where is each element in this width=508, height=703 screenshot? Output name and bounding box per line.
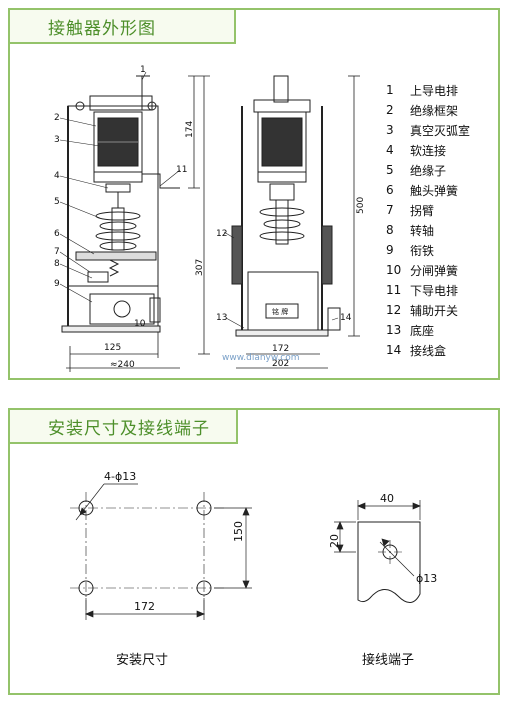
callout-8: 8 — [54, 259, 60, 269]
legend-item: 4 软连接 — [386, 140, 470, 160]
legend-number: 10 — [386, 263, 402, 277]
legend-number: 13 — [386, 323, 402, 337]
legend-item: 1 上导电排 — [386, 80, 470, 100]
legend-number: 5 — [386, 163, 394, 177]
terminal-hole-label: ϕ13 — [416, 572, 438, 585]
dim-240: ≈240 — [110, 360, 135, 370]
legend-text: 辅助开关 — [410, 303, 459, 318]
section-title-outline: 接触器外形图 — [8, 8, 236, 44]
mounting-caption: 安装尺寸 — [116, 653, 169, 668]
mounting-dimensions-drawing — [70, 483, 252, 620]
legend-text: 分闸弹簧 — [410, 263, 459, 278]
contactor-outline-drawing: 125 ≈240 174 307 1 2 3 4 5 6 7 8 9 10 11 — [54, 65, 366, 372]
outline-drawing-panel: 接触器外形图 — [8, 8, 500, 380]
mounting-holes — [78, 500, 212, 596]
callout-9: 9 — [54, 279, 60, 289]
legend-number: 7 — [386, 203, 394, 217]
legend-text: 触头弹簧 — [410, 183, 459, 198]
legend-text: 接线盒 — [410, 343, 447, 358]
dim-40-label: 40 — [380, 492, 394, 505]
front-dimensions — [66, 75, 210, 372]
terminal-caption: 接线端子 — [362, 653, 415, 668]
legend-item: 12 辅助开关 — [386, 300, 470, 320]
legend-item: 8 转轴 — [386, 220, 470, 240]
legend-text: 软连接 — [410, 143, 447, 158]
callout-5: 5 — [54, 197, 60, 207]
section-title-mounting: 安装尺寸及接线端子 — [8, 408, 238, 444]
legend-item: 10 分闸弹簧 — [386, 260, 470, 280]
callout-6: 6 — [54, 229, 60, 239]
legend-number: 14 — [386, 343, 402, 357]
legend-text: 绝缘子 — [410, 163, 447, 178]
nameplate-label: 铭 牌 — [272, 307, 288, 316]
dim-125: 125 — [104, 343, 121, 353]
dim-202: 202 — [272, 359, 289, 369]
hole-spec-label: 4-ϕ13 — [104, 470, 137, 483]
legend-text: 衔铁 — [410, 243, 435, 258]
dim-20-label: 20 — [328, 534, 341, 548]
legend-item: 11 下导电排 — [386, 280, 470, 300]
legend-number: 1 — [386, 83, 394, 97]
legend-text: 转轴 — [410, 223, 435, 238]
callout-1: 1 — [140, 65, 146, 75]
callout-7: 7 — [54, 247, 60, 257]
legend-number: 11 — [386, 283, 402, 297]
parts-legend: 1 上导电排 2 绝缘框架 3 真空灭弧室 4 软连接 5 绝缘子 6 触头弹簧 7 拐臂 8 转轴 9 衔铁 10… — [386, 80, 470, 360]
terminal-drawing — [334, 500, 421, 603]
legend-number: 9 — [386, 243, 394, 257]
legend-text: 绝缘框架 — [410, 103, 459, 118]
dim-172-label: 172 — [134, 600, 155, 613]
callout-10: 10 — [134, 319, 146, 329]
legend-number: 12 — [386, 303, 402, 317]
legend-item: 5 绝缘子 — [386, 160, 470, 180]
callout-2: 2 — [54, 113, 60, 123]
legend-number: 2 — [386, 103, 394, 117]
watermark: www.dianyw.com — [222, 353, 300, 363]
legend-number: 3 — [386, 123, 394, 137]
legend-number: 8 — [386, 223, 394, 237]
callout-11: 11 — [176, 165, 187, 175]
dim-307: 307 — [195, 259, 205, 276]
legend-number: 4 — [386, 143, 394, 157]
mounting-panel: 安装尺寸及接线端子 — [8, 408, 500, 695]
side-view — [231, 75, 341, 337]
front-view — [61, 75, 180, 333]
callout-13: 13 — [216, 313, 227, 323]
dim-172-side: 172 — [272, 344, 289, 354]
callout-12: 12 — [216, 229, 227, 239]
legend-item: 2 绝缘框架 — [386, 100, 470, 120]
legend-item: 9 衔铁 — [386, 240, 470, 260]
dim-174: 174 — [185, 121, 195, 138]
callout-14: 14 — [340, 313, 352, 323]
legend-text: 拐臂 — [410, 203, 435, 218]
legend-item: 6 触头弹簧 — [386, 180, 470, 200]
dim-500: 500 — [356, 197, 366, 214]
legend-text: 底座 — [410, 323, 435, 338]
legend-item: 7 拐臂 — [386, 200, 470, 220]
legend-text: 真空灭弧室 — [410, 123, 471, 138]
callout-3: 3 — [54, 135, 60, 145]
legend-item: 3 真空灭弧室 — [386, 120, 470, 140]
callout-4: 4 — [54, 171, 60, 181]
legend-item: 13 底座 — [386, 320, 470, 340]
dim-150-label: 150 — [232, 521, 245, 542]
legend-number: 6 — [386, 183, 394, 197]
legend-text: 上导电排 — [410, 83, 459, 98]
legend-item: 14 接线盒 — [386, 340, 470, 360]
legend-text: 下导电排 — [410, 283, 459, 298]
